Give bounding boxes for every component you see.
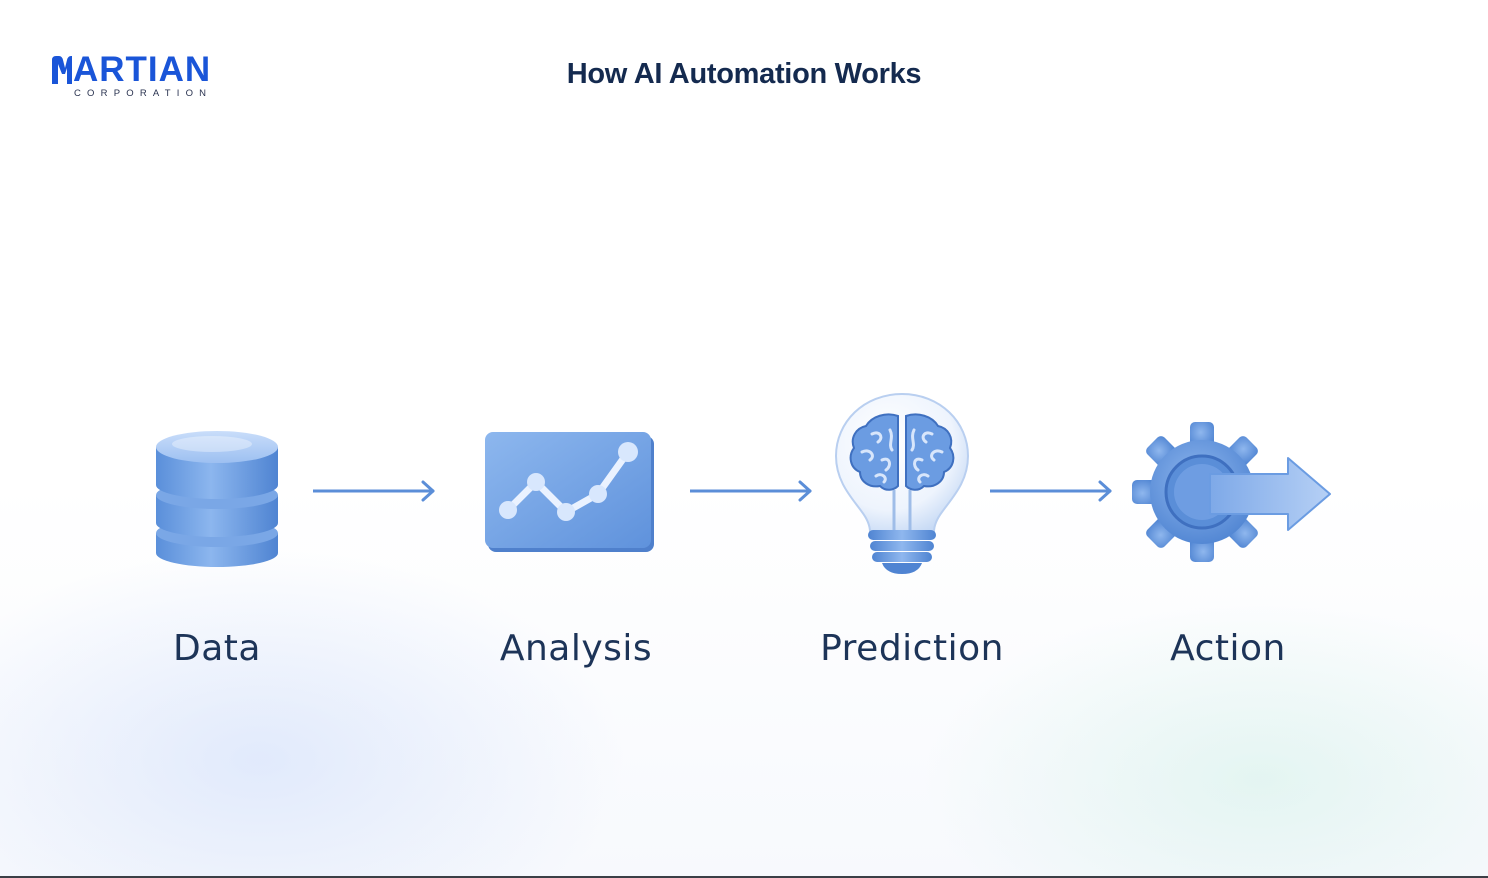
company-logo: ARTIAN CORPORATION (50, 52, 250, 102)
logo-tagline: CORPORATION (74, 88, 213, 99)
arrow-right-icon (690, 480, 812, 502)
arrow-right-icon (313, 480, 435, 502)
logo-text: ARTIAN (73, 50, 212, 89)
page-title: How AI Automation Works (566, 58, 922, 90)
lightbulb-brain-icon (834, 392, 970, 574)
step-label-action: Action (1170, 628, 1286, 669)
line-chart-icon (485, 432, 654, 552)
bottom-border (0, 876, 1488, 878)
step-label-prediction: Prediction (820, 628, 1004, 669)
gear-arrow-icon (1132, 422, 1331, 562)
step-label-analysis: Analysis (499, 628, 653, 669)
step-label-data: Data (173, 628, 261, 669)
arrow-right-icon (990, 480, 1112, 502)
database-icon (156, 431, 278, 567)
logo-wordmark: ARTIAN (50, 52, 211, 88)
logo-m-glyph-icon (52, 56, 72, 84)
